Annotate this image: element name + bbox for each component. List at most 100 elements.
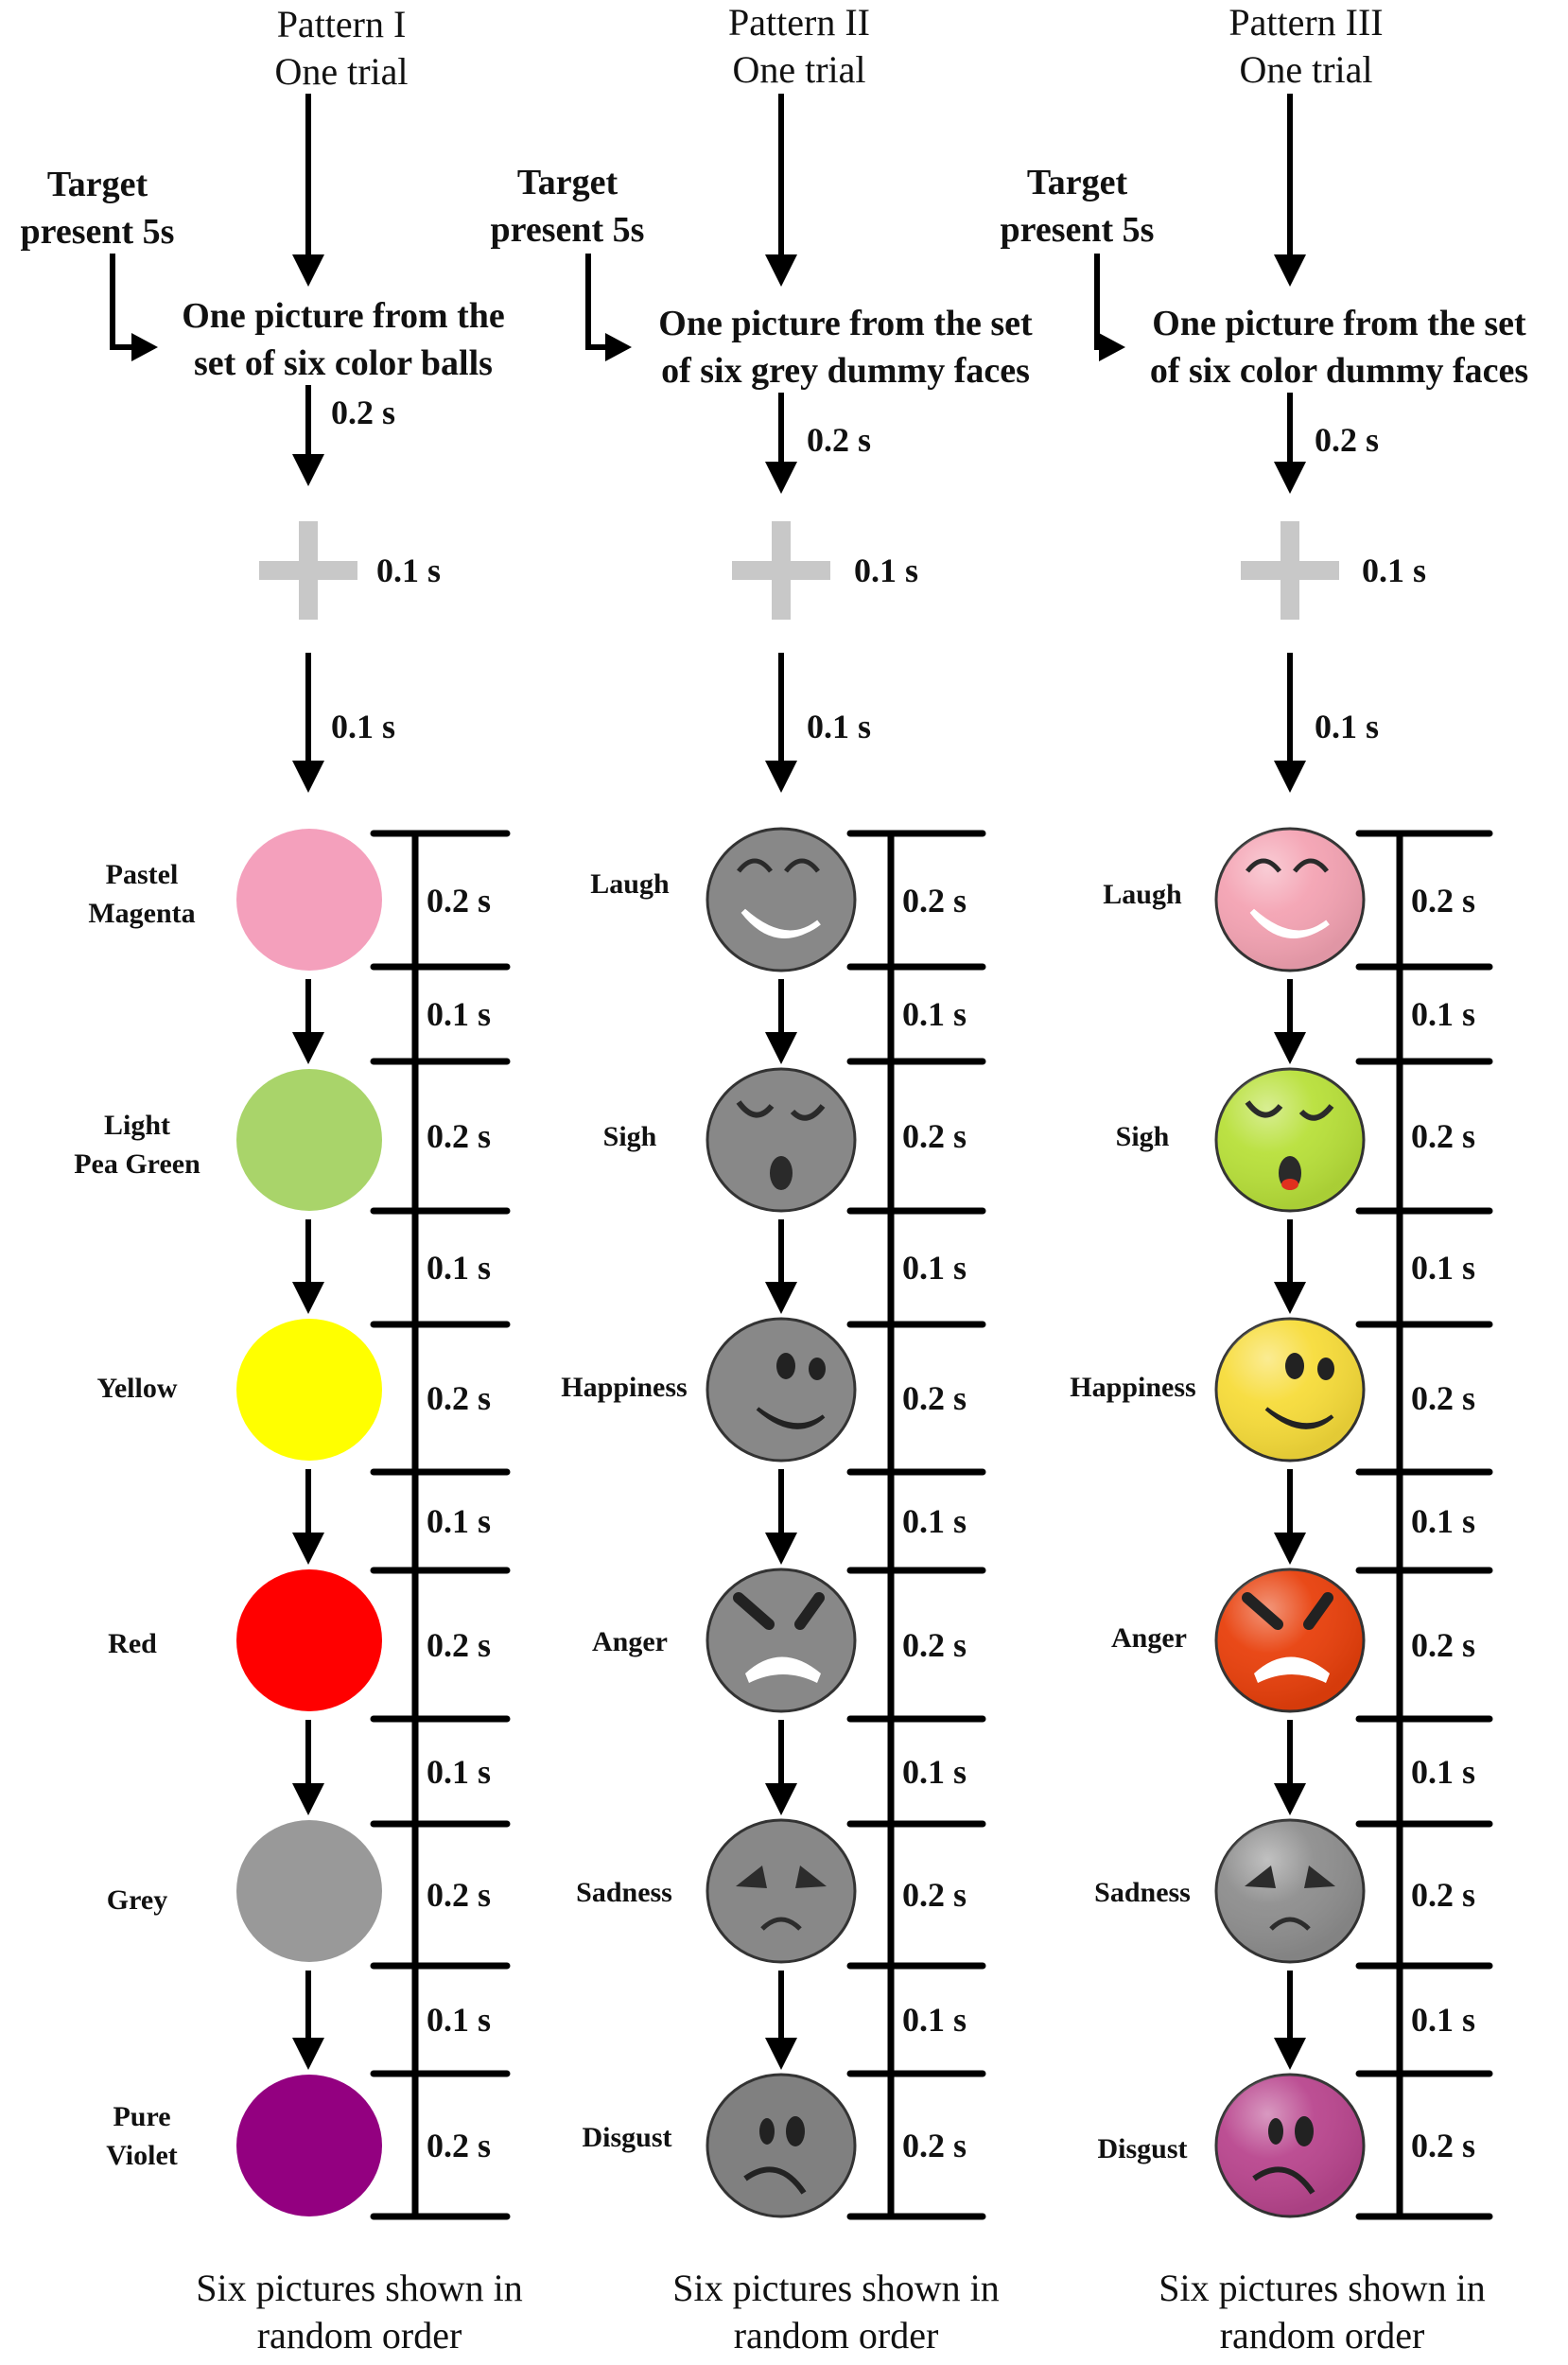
fixation-duration: 0.1 s: [854, 552, 919, 589]
timeline-duration-label: 0.2 s: [1411, 2126, 1476, 2164]
pattern-subtitle: One trial: [274, 50, 409, 93]
timeline-duration-label: 0.2 s: [902, 1117, 967, 1155]
timeline-duration-label: 0.1 s: [1411, 995, 1476, 1033]
target-duration: present 5s: [20, 212, 175, 252]
stimulus-label: Yellow: [96, 1373, 178, 1404]
stimulus-label: Sadness: [1094, 1877, 1191, 1908]
timeline-duration-label: 0.2 s: [427, 881, 492, 920]
timeline-duration-label: 0.1 s: [1411, 1249, 1476, 1287]
interval-label: 0.1 s: [807, 708, 872, 745]
timeline-duration-label: 0.1 s: [902, 1752, 967, 1791]
timeline-duration-label: 0.2 s: [1411, 1625, 1476, 1664]
face-happiness-icon: [1214, 1317, 1366, 1463]
timeline-duration-label: 0.1 s: [427, 1249, 492, 1287]
stimulus-set-description: One picture from the: [182, 296, 505, 336]
color-ball-grey: [236, 1820, 382, 1962]
face-disgust-icon: [1214, 2073, 1366, 2218]
timeline-duration-label: 0.2 s: [427, 2126, 492, 2164]
flow-arrows: [110, 94, 1306, 2070]
stimulus-set-description-2: of six grey dummy faces: [661, 351, 1030, 391]
timeline-duration-label: 0.2 s: [902, 1876, 967, 1914]
dummy-face-icons: [706, 827, 1366, 2218]
stimulus-label: Disgust: [1097, 2133, 1188, 2164]
stimulus-label: Disgust: [582, 2122, 672, 2153]
pattern-subtitle: One trial: [1239, 48, 1373, 91]
target-duration: present 5s: [1000, 210, 1155, 250]
stimulus-set-description-2: of six color dummy faces: [1149, 351, 1529, 391]
timeline-duration-label: 0.2 s: [902, 1625, 967, 1664]
color-ball-red: [236, 1569, 382, 1711]
face-sadness-icon: [1214, 1818, 1366, 1964]
timeline-bars: [370, 830, 1493, 2220]
timeline-duration-label: 0.2 s: [1411, 1117, 1476, 1155]
target-label: Target: [1026, 163, 1128, 202]
timeline-duration-label: 0.2 s: [1411, 1876, 1476, 1914]
color-ball-light-pea-green: [236, 1069, 382, 1211]
target-label: Target: [516, 163, 618, 202]
pattern-title: Pattern I: [276, 3, 407, 45]
color-ball-pastel-magenta: [236, 829, 382, 971]
timeline-duration-label: 0.2 s: [1411, 1379, 1476, 1417]
interval-label: 0.2 s: [331, 394, 396, 431]
timeline-duration-label: 0.1 s: [902, 1502, 967, 1540]
interval-label: 0.2 s: [807, 421, 872, 459]
timeline-duration-label: 0.2 s: [902, 1379, 967, 1417]
interval-label: 0.2 s: [1315, 421, 1380, 459]
stimulus-label: Sigh: [1115, 1121, 1170, 1152]
fixation-cross-icons: [259, 521, 1339, 620]
timeline-duration-label: 0.1 s: [1411, 1502, 1476, 1540]
stimulus-label: Sigh: [602, 1121, 657, 1152]
pattern-title: Pattern II: [728, 1, 870, 44]
stimulus-set-description: One picture from the set: [1152, 304, 1526, 343]
timeline-duration-label: 0.1 s: [427, 995, 492, 1033]
face-laugh-icon: [1214, 827, 1366, 972]
stimulus-set-description: One picture from the set: [658, 304, 1033, 343]
timeline-duration-label: 0.1 s: [427, 1502, 492, 1540]
face-sigh-icon: [706, 1067, 857, 1213]
target-duration: present 5s: [490, 210, 645, 250]
timeline-duration-label: 0.2 s: [427, 1117, 492, 1155]
stimulus-label: Anger: [592, 1626, 668, 1657]
fixation-duration: 0.1 s: [376, 552, 442, 589]
interval-label: 0.1 s: [1315, 708, 1380, 745]
stimulus-label: Happiness: [1070, 1372, 1196, 1403]
timeline-duration-label: 0.2 s: [427, 1379, 492, 1417]
timeline-duration-label: 0.1 s: [427, 2001, 492, 2039]
fixation-duration: 0.1 s: [1362, 552, 1427, 589]
color-ball-yellow: [236, 1319, 382, 1461]
timeline-duration-label: 0.1 s: [1411, 1752, 1476, 1791]
stimulus-label: Grey: [106, 1884, 168, 1916]
timeline-duration-label: 0.2 s: [902, 2126, 967, 2164]
face-anger-icon: [706, 1568, 857, 1713]
pattern-title: Pattern III: [1228, 1, 1384, 44]
stimulus-set-description-2: set of six color balls: [194, 343, 493, 383]
stimulus-label: Sadness: [576, 1877, 672, 1908]
timeline-duration-label: 0.1 s: [427, 1752, 492, 1791]
stimulus-label: Laugh: [590, 868, 670, 900]
stimulus-label: Laugh: [1103, 879, 1182, 910]
face-anger-icon: [1214, 1568, 1366, 1713]
pattern-subtitle: One trial: [732, 48, 866, 91]
color-ball-pure-violet: [236, 2075, 382, 2216]
stimulus-label: Red: [108, 1628, 157, 1659]
face-sadness-icon: [706, 1818, 857, 1964]
timeline-duration-label: 0.1 s: [1411, 2001, 1476, 2039]
timeline-duration-label: 0.2 s: [427, 1876, 492, 1914]
face-disgust-icon: [706, 2073, 857, 2218]
stimulus-label: Anger: [1111, 1622, 1187, 1654]
timeline-duration-label: 0.2 s: [1411, 881, 1476, 920]
timeline-duration-label: 0.2 s: [427, 1625, 492, 1664]
timeline-duration-label: 0.2 s: [902, 881, 967, 920]
target-label: Target: [46, 165, 148, 204]
face-sigh-icon: [1214, 1067, 1366, 1213]
timeline-duration-label: 0.1 s: [902, 995, 967, 1033]
stimulus-label: Happiness: [561, 1372, 688, 1403]
timeline-duration-label: 0.1 s: [902, 1249, 967, 1287]
